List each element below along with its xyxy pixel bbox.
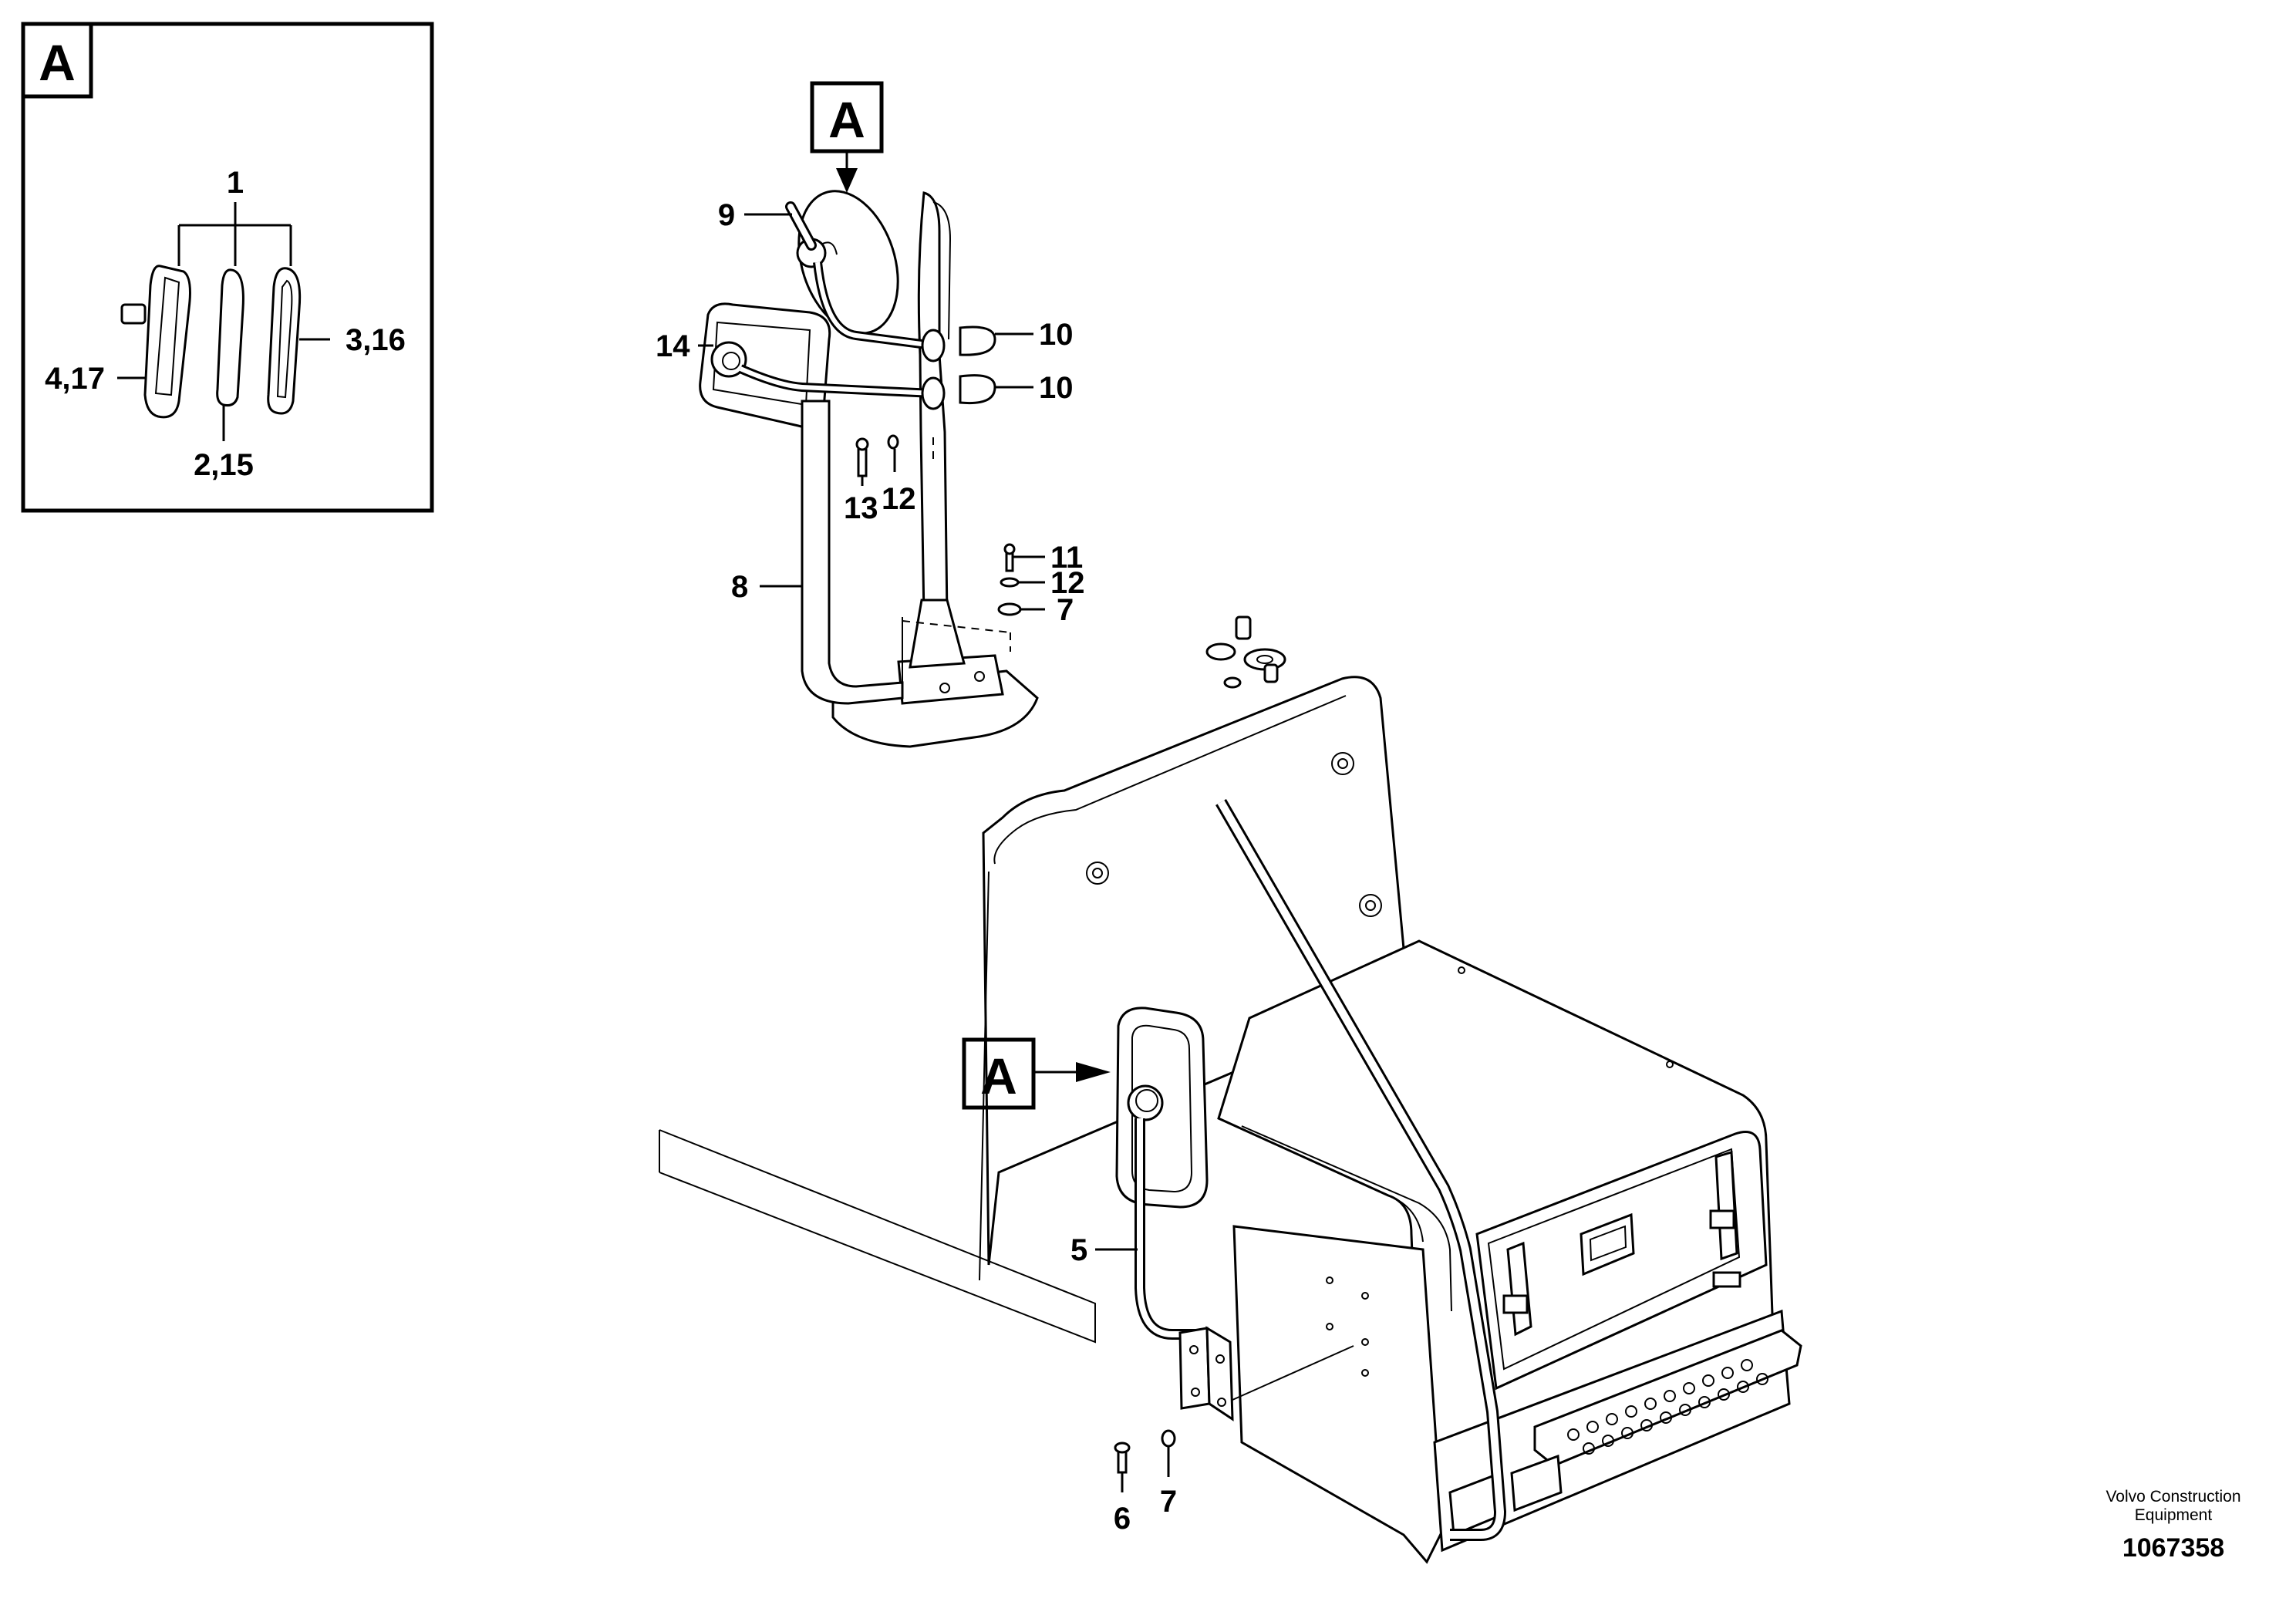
callout-5: 5 [1070, 1233, 1087, 1267]
callout-1: 1 [227, 166, 244, 200]
step-holes [1567, 1359, 1768, 1455]
callout-6: 6 [1114, 1502, 1131, 1536]
mirror-housing [120, 265, 191, 419]
machine-body [659, 615, 1802, 1564]
callout-3-16: 3,16 [346, 323, 406, 357]
lower-mirror-assembly: A 5 6 7 [962, 1007, 1354, 1536]
mirror-frame [267, 267, 302, 415]
callout-7-upper: 7 [1057, 593, 1074, 627]
mirror-glass [216, 268, 244, 406]
callout-13: 13 [844, 491, 878, 525]
detail-letter: A [39, 34, 76, 91]
callout-12-lower: 12 [1050, 566, 1085, 600]
callout-2-15: 2,15 [194, 448, 254, 482]
callout-12-upper: 12 [882, 482, 916, 516]
upper-mirror-assembly: A [656, 81, 1085, 748]
detail-view-a: A 1 4,17 3,16 2,15 [21, 22, 434, 513]
callout-9: 9 [718, 198, 735, 232]
footer-brand-line2: Equipment [2135, 1506, 2213, 1524]
callout-8: 8 [731, 570, 748, 604]
footer: Volvo Construction Equipment 1067358 [2106, 1488, 2240, 1563]
callout-10-upper: 10 [1039, 318, 1074, 352]
callout-7-lower: 7 [1160, 1485, 1177, 1519]
callout-11: 11 [1050, 541, 1083, 575]
callout-14: 14 [656, 329, 690, 363]
callout-4-17: 4,17 [45, 362, 105, 396]
drawing-number: 1067358 [2122, 1533, 2224, 1563]
view-marker-a-top: A [828, 91, 865, 148]
callout-10-lower: 10 [1039, 371, 1074, 405]
footer-brand-line1: Volvo Construction [2106, 1488, 2240, 1506]
view-marker-a-lower: A [980, 1047, 1017, 1104]
